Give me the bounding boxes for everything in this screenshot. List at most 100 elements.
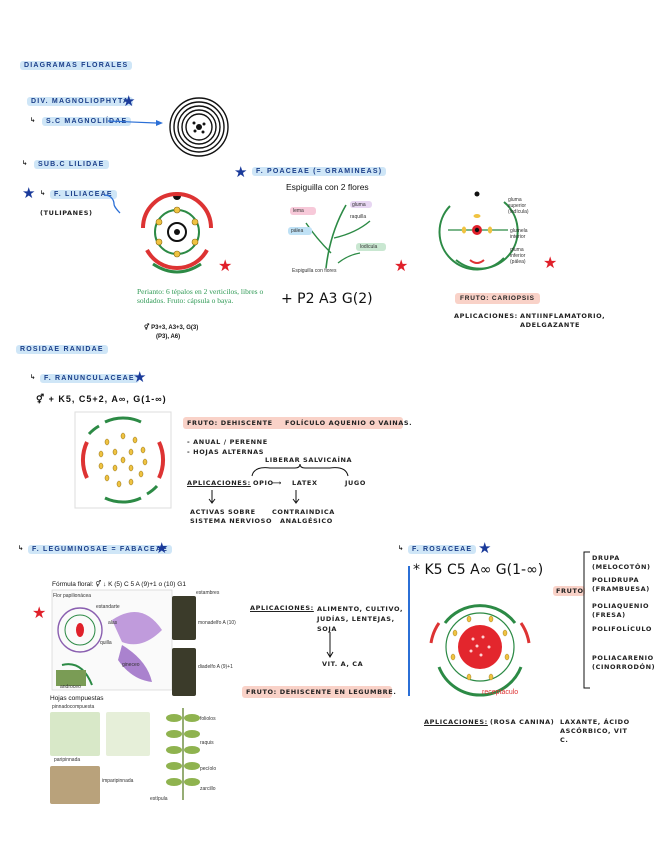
sc-magnoliidae-label: S.C MAGNOLIÍDAE <box>42 117 132 126</box>
rosaceae-fruit-2: POLIDRUPA (FRAMBUESA) <box>592 576 650 593</box>
ranunculaceae-note: LIBERAR SALVICAÍNA <box>265 456 353 464</box>
espiguilla-bottom-label: Espiguilla con flores <box>292 268 337 274</box>
leguminosae-result: VIT. A, Ca <box>322 660 364 668</box>
estandarte-label: estandarte <box>96 604 120 610</box>
star-red-icon: ★ <box>543 255 558 272</box>
ranunculaceae-fruto-label: FRUTO: DEHISCENTE <box>187 419 273 427</box>
star-icon: ★ <box>22 185 36 202</box>
leguminosae-fruto-highlight <box>242 686 392 698</box>
f-liliaceae-label: F. LILIACEAE <box>50 190 117 199</box>
imparipinnada-label: imparipinnada <box>102 778 134 784</box>
ranunculaceae-sub1a: ACTIVAS SOBRE <box>190 508 256 516</box>
flor-label: Flor papilionácea <box>53 593 92 599</box>
ranunculaceae-formula: ⚥ + K5, C5+2, A∞, G(1-∞) <box>36 394 167 404</box>
poaceae-fruto-label: FRUTO: CARIOPSIS <box>455 293 540 304</box>
rosaceae-formula: * K5 C5 A∞ G(1-∞) <box>413 562 544 578</box>
monadelfo-label: monadelfo A (10) <box>198 620 236 626</box>
quilla-label: quilla <box>100 640 112 646</box>
poaceae-aplicaciones-label: APLICACIONES: <box>454 312 518 320</box>
poaceae-aplicaciones-text: ANTIINFLAMATORIO, ADELGAZANTE <box>520 312 606 329</box>
arrows-down-icon <box>208 490 300 504</box>
ranunculaceae-fruto-text: FOLÍCULO AQUENIO O VAINAS. <box>285 419 413 427</box>
paripinnada-label: paripinnada <box>54 757 81 763</box>
rosaceae-fruit-3: POLIAQUENIO (FRESA) <box>592 602 650 619</box>
f-rosaceae-label: F. ROSACEAE <box>408 545 477 554</box>
arrow-icon: ↳ <box>398 544 405 552</box>
rosaceae-fruto-highlight <box>553 586 585 596</box>
lema-label: lema <box>293 208 304 214</box>
rosidae-heading: ROSIDAE RANIDAE <box>16 345 108 354</box>
poaceae-floral-diagram <box>438 191 519 271</box>
alas-label: alas <box>108 620 118 626</box>
star-red-icon: ★ <box>32 605 47 622</box>
div-magnoliophyta-label: DIV. MAGNOLIOPHYTA <box>27 97 134 106</box>
arrow-icon: ↳ <box>30 373 37 381</box>
androceo-label: androceo <box>60 684 81 690</box>
rosaceae-fruit-1: DRUPA (MELOCOTÓN) <box>592 554 651 571</box>
bracket-icon <box>583 551 590 689</box>
liliaceae-floral-diagram <box>141 192 213 274</box>
ranunculaceae-sub2a: CONTRAINDICA <box>272 508 335 516</box>
foliolos-label: foliolos <box>200 716 216 722</box>
star-icon: ★ <box>133 369 147 386</box>
leguminosae-aplicaciones-text: ALIMENTO, CULTIVO, JUDÍAS, LENTEJAS, SOJ… <box>317 605 404 633</box>
star-red-icon: ★ <box>218 258 233 275</box>
perianto-text: Perianto: 6 tépalos en 2 verticilos, lib… <box>137 287 264 305</box>
raquis-label: raquis <box>200 740 214 746</box>
arrow-icon: ⟶ <box>272 479 282 487</box>
papilionacea-diagram <box>51 589 173 691</box>
lodicula-label: lodícula <box>360 244 378 250</box>
leguminosae-fruto: FRUTO: DEHISCENTE EN LEGUMBRE. <box>246 688 397 696</box>
arrow-icon: ↳ <box>40 189 47 197</box>
curly-brace-icon <box>103 194 121 214</box>
compound-leaf-drawing <box>166 708 200 800</box>
star-icon: ★ <box>234 164 248 181</box>
gineceo-label: gineceo <box>122 662 140 668</box>
poaceae-formula: + P2 A3 G(2) <box>281 291 373 307</box>
rosaceae-fruit-4: POLIFOLÍCULO <box>592 625 653 633</box>
diadelfo-label: diadelfo A (9)+1 <box>198 664 233 670</box>
ranunculaceae-floral-diagram <box>74 411 172 509</box>
leaf-photo <box>50 766 100 804</box>
rosaceae-aplicaciones-text: (ROSA CANINA) <box>490 718 555 726</box>
latex-label: LATEX <box>292 479 318 487</box>
magnoliidae-spiral-diagram <box>169 97 229 157</box>
rosaceae-fruto-label: FRUTO <box>556 587 584 595</box>
brace-icon <box>251 463 349 477</box>
diadelfo-photo <box>172 648 196 696</box>
opio-label: OPIO <box>253 479 274 487</box>
peciolo-label: pecíolo <box>200 766 217 772</box>
star-icon: ★ <box>155 540 169 557</box>
ranunculaceae-fruto-highlight <box>183 417 403 429</box>
sub-c-liliidae-label: SUB.C LILIDAE <box>34 160 109 169</box>
tulipanes-label: (TULIPANES) <box>40 209 93 217</box>
liliaceae-formula-small2: (P3), A6) <box>156 334 181 340</box>
star-icon: ★ <box>122 93 136 110</box>
monadelfo-photo <box>172 596 196 640</box>
ranunculaceae-bullet1: - ANUAL / PERENNE <box>187 438 268 446</box>
arrow-icon: ↳ <box>22 159 29 167</box>
rosaceae-divider <box>408 566 410 696</box>
arrow-down-icon <box>326 632 334 658</box>
espiguilla-title: Espiguilla con 2 flores <box>286 182 369 192</box>
f-ranunculaceae-label: F. RANUNCULACEAE <box>40 374 139 383</box>
jugo-label: JUGO <box>345 479 366 487</box>
gluma-label: gluma <box>352 202 366 208</box>
ranunculaceae-sub2b: ANALGÉSICO <box>280 517 333 525</box>
raquilla-label: raquilla <box>350 214 367 220</box>
estambres-label: estambres <box>196 590 220 596</box>
paripinnada-photo <box>50 712 100 756</box>
arrow-icon: ↳ <box>30 116 37 124</box>
ranunculaceae-aplicaciones-label: APLICACIONES: <box>187 479 251 487</box>
palea-label: pálea <box>291 228 304 234</box>
zarcillo-label: zarcillo <box>200 786 216 792</box>
receptaculo-label: receptáculo <box>482 689 519 696</box>
rosaceae-fruit-5: POLIACARENIO (CINORRODÓN) <box>592 654 655 671</box>
star-red-icon: ★ <box>394 258 409 275</box>
arrow-to-spiral-icon <box>107 120 163 126</box>
diagramas-florales-heading: DIAGRAMAS FLORALES <box>20 61 133 70</box>
ranunculaceae-bullet2: - HOJAS ALTERNAS <box>187 448 265 456</box>
